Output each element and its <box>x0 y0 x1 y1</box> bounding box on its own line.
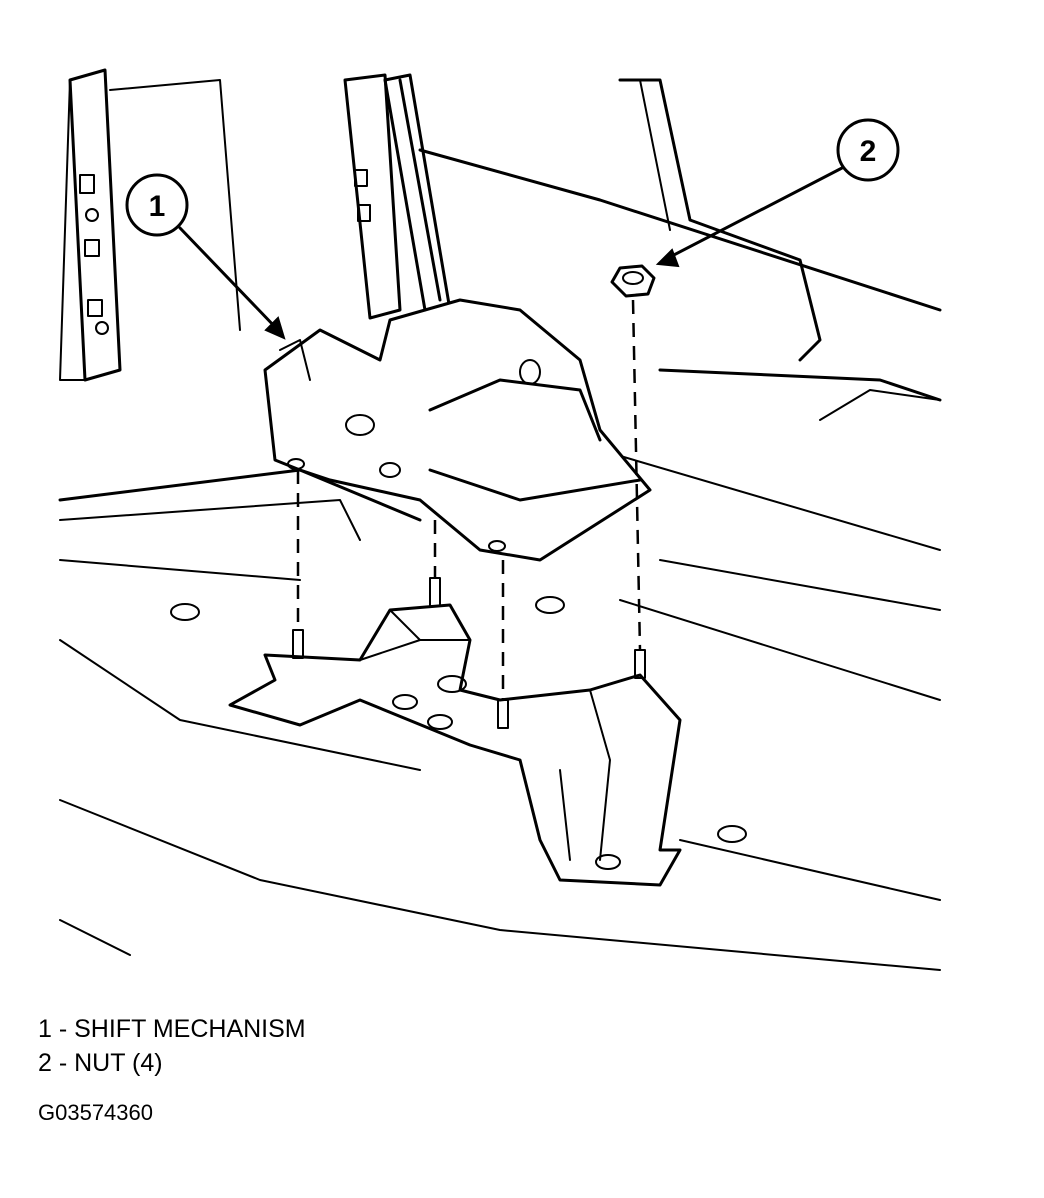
left-seat-rail <box>59 68 241 382</box>
floor-panel <box>58 148 942 971</box>
legend-item: 1 - SHIFT MECHANISM <box>38 1015 306 1043</box>
callout-1: 1 <box>125 173 286 340</box>
center-seat-rail <box>343 73 452 320</box>
callout-1-label: 1 <box>149 190 166 223</box>
exploded-diagram: 1 2 <box>58 68 942 971</box>
legend-item: 2 - NUT (4) <box>38 1049 163 1077</box>
figure-id: G03574360 <box>38 1100 153 1125</box>
right-seat-rail <box>618 78 822 362</box>
callout-2: 2 <box>655 118 900 268</box>
callout-2-label: 2 <box>860 135 877 168</box>
shift-mechanism <box>263 78 652 562</box>
legend: 1 - SHIFT MECHANISM 2 - NUT (4) <box>38 1012 306 1080</box>
alignment-lines <box>296 299 642 700</box>
nut <box>610 264 656 298</box>
mounting-bracket <box>228 577 682 887</box>
